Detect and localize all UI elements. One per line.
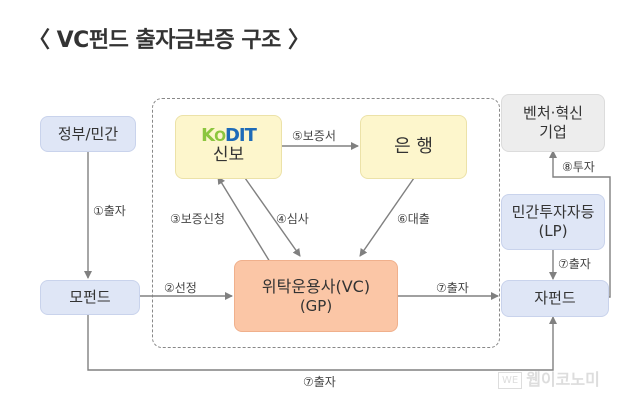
page-title: 〈 VC펀드 출자금보증 구조 〉 xyxy=(28,28,310,53)
edge-label-1: ①출자 xyxy=(93,204,126,218)
node-government: 정부/민간 xyxy=(40,116,136,152)
node-vc: 위탁운용사(VC) (GP) xyxy=(234,260,398,332)
edge-label-6: ⑥대출 xyxy=(397,212,430,226)
edge-label-5: ⑤보증서 xyxy=(292,129,336,143)
watermark-badge: WE xyxy=(498,372,523,389)
node-bank-label: 은 행 xyxy=(394,135,433,157)
arrow-childfund-to-venture xyxy=(549,150,611,298)
edge-label-3: ③보증신청 xyxy=(170,212,225,226)
node-bank: 은 행 xyxy=(360,115,467,179)
node-lp-line1: 민간투자자등 xyxy=(511,203,595,222)
node-venture-line2: 기업 xyxy=(539,123,567,141)
vc-group-dashed-border xyxy=(152,98,500,348)
edge-label-4: ④심사 xyxy=(276,212,309,226)
node-venture-line1: 벤처·혁신 xyxy=(523,104,583,123)
node-child-fund-label: 자펀드 xyxy=(534,289,576,308)
arrow-kodit-to-vc xyxy=(244,177,301,257)
node-child-fund: 자펀드 xyxy=(501,280,609,317)
arrow-vc-to-kodit xyxy=(217,176,271,263)
edge-label-7-vc: ⑦출자 xyxy=(436,281,469,295)
edge-label-7-bottom: ⑦출자 xyxy=(303,375,336,389)
node-kodit: KODIT 신보 xyxy=(175,115,282,179)
node-lp-line2: (LP) xyxy=(538,222,568,240)
node-vc-sublabel: (GP) xyxy=(299,296,333,315)
node-government-label: 정부/민간 xyxy=(57,124,119,143)
node-vc-label: 위탁운용사(VC) xyxy=(261,276,371,296)
edge-label-8: ⑧투자 xyxy=(562,160,595,174)
node-mother-fund-label: 모펀드 xyxy=(69,288,111,307)
arrow-motherfund-to-childfund-bottom xyxy=(87,313,557,371)
node-venture: 벤처·혁신 기업 xyxy=(501,94,605,152)
node-mother-fund: 모펀드 xyxy=(40,280,140,315)
node-lp: 민간투자자등 (LP) xyxy=(501,194,605,250)
kodit-logo: KODIT xyxy=(201,125,257,147)
edge-label-2: ②선정 xyxy=(164,281,197,295)
edge-label-7-lp: ⑦출자 xyxy=(558,257,591,271)
node-kodit-label: 신보 xyxy=(212,145,245,166)
arrow-bank-to-vc xyxy=(359,177,415,257)
watermark-text: 웹이코노미 xyxy=(526,370,600,389)
